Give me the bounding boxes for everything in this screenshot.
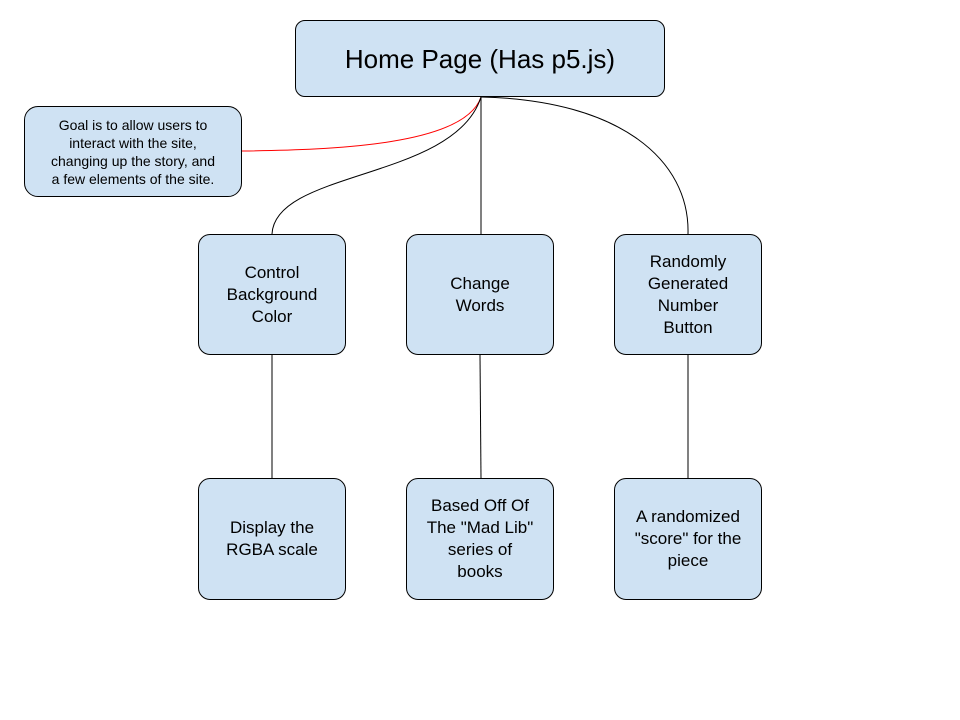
connector-home-to-background	[271, 96, 482, 235]
node-random-number-button: Randomly Generated Number Button	[614, 234, 762, 355]
node-home-page: Home Page (Has p5.js)	[295, 20, 665, 97]
node-control-background-color: Control Background Color	[198, 234, 346, 355]
node-mad-lib: Based Off Of The "Mad Lib" series of boo…	[406, 478, 554, 600]
node-goal-note: Goal is to allow users to interact with …	[24, 106, 242, 197]
connector-home-to-goal	[241, 96, 482, 152]
node-randomized-score: A randomized "score" for the piece	[614, 478, 762, 600]
node-change-words: Change Words	[406, 234, 554, 355]
node-rgba-scale: Display the RGBA scale	[198, 478, 346, 600]
connector-home-to-random	[480, 96, 689, 235]
connector-words-to-madlib	[479, 354, 482, 479]
